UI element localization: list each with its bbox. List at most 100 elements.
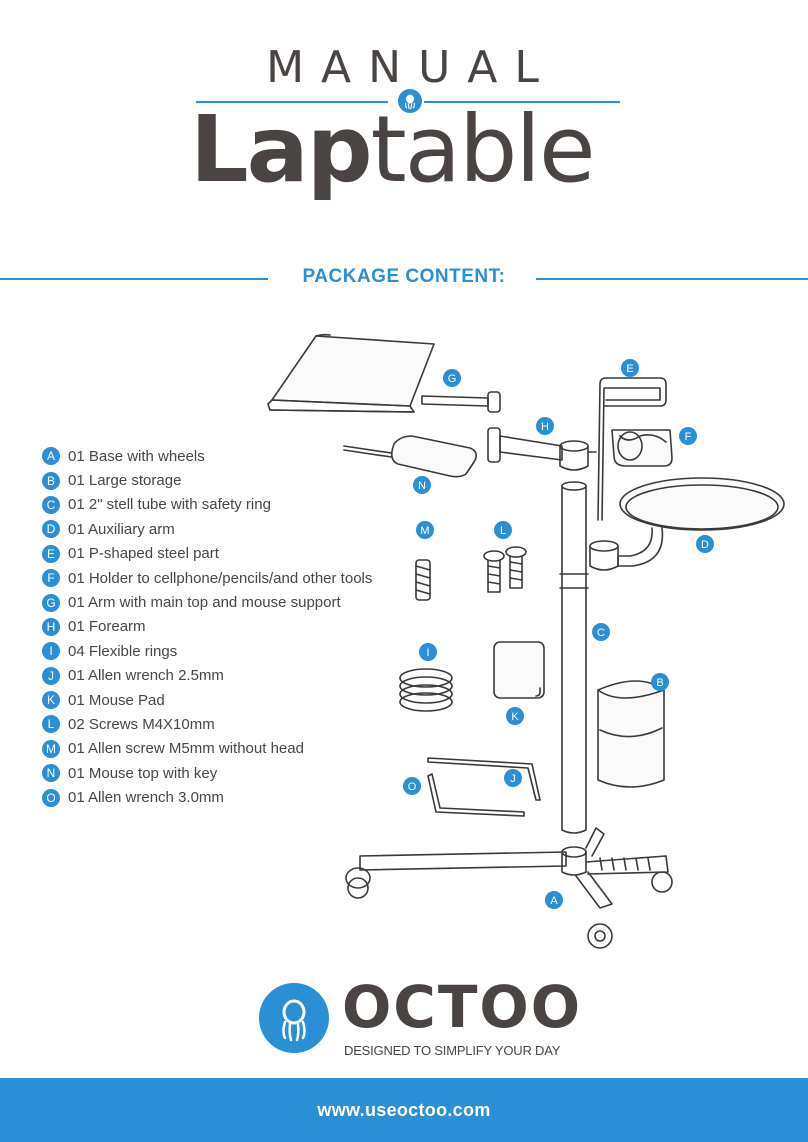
svg-text:K: K: [511, 711, 519, 723]
part-letter-badge: E: [42, 544, 60, 563]
manual-label: MANUAL: [266, 42, 556, 93]
callout-n: N: [413, 476, 431, 494]
product-title-light: table: [370, 96, 596, 203]
brand-tagline: DESIGNED TO SIMPLIFY YOUR DAY: [344, 1043, 561, 1058]
part-description: 01 Allen wrench 2.5mm: [68, 667, 224, 685]
part-letter-badge: I: [42, 642, 60, 661]
callout-b: B: [651, 673, 669, 691]
part-letter-badge: O: [42, 788, 60, 807]
product-title-bold: Lap: [190, 96, 373, 203]
svg-text:D: D: [701, 539, 709, 551]
part-letter-badge: B: [42, 471, 60, 490]
svg-text:M: M: [420, 525, 429, 537]
svg-text:E: E: [626, 363, 633, 375]
svg-text:O: O: [408, 781, 417, 793]
svg-text:I: I: [426, 647, 429, 659]
screws-part: [483, 546, 527, 593]
title-rule-left: [196, 101, 388, 103]
part-item-i: I 04 Flexible rings: [42, 639, 372, 663]
callout-e: E: [621, 359, 639, 377]
allen-wrenches-part: [427, 757, 541, 817]
part-description: 01 P-shaped steel part: [68, 545, 219, 563]
part-letter-badge: K: [42, 691, 60, 710]
section-rule-right: [536, 278, 808, 280]
part-letter-badge: H: [42, 617, 60, 636]
part-item-h: H 01 Forearm: [42, 615, 372, 639]
website-link[interactable]: www.useoctoo.com: [317, 1099, 491, 1120]
part-description: 01 Arm with main top and mouse support: [68, 594, 341, 612]
part-description: 01 Mouse Pad: [68, 691, 165, 709]
part-item-g: G 01 Arm with main top and mouse support: [42, 590, 372, 614]
parts-list: A 01 Base with wheels B 01 Large storage C…: [42, 444, 372, 810]
part-description: 01 Forearm: [68, 618, 146, 636]
svg-text:C: C: [597, 627, 605, 639]
callout-j: J: [504, 769, 522, 787]
base-with-wheels-part: [345, 827, 673, 949]
forearm-part: [487, 427, 597, 471]
callout-l: L: [494, 521, 512, 539]
callout-d: D: [696, 535, 714, 553]
part-letter-badge: D: [42, 520, 60, 539]
large-storage-part: [597, 680, 665, 788]
octoo-logo-icon: [259, 983, 329, 1053]
svg-text:A: A: [550, 895, 558, 907]
allen-screw-part: [415, 559, 431, 601]
p-shaped-steel-part: [597, 377, 667, 521]
laptop-top-part: [267, 333, 501, 413]
part-description: 01 Base with wheels: [68, 447, 205, 465]
main-tube-part: [559, 481, 589, 834]
callout-badges: G H E F N D M L C I B K J O A: [403, 359, 714, 909]
part-item-e: E 01 P-shaped steel part: [42, 542, 372, 566]
svg-text:L: L: [500, 525, 506, 537]
part-item-l: L 02 Screws M4X10mm: [42, 712, 372, 736]
part-description: 01 Large storage: [68, 472, 182, 490]
part-letter-badge: F: [42, 569, 60, 588]
svg-text:J: J: [510, 773, 516, 785]
flexible-rings-part: [399, 668, 453, 712]
part-item-d: D 01 Auxiliary arm: [42, 517, 372, 541]
callout-i: I: [419, 643, 437, 661]
package-content-heading: PACKAGE CONTENT:: [302, 266, 506, 287]
part-description: 01 2" stell tube with safety ring: [68, 496, 271, 514]
callout-h: H: [536, 417, 554, 435]
part-item-j: J 01 Allen wrench 2.5mm: [42, 664, 372, 688]
svg-text:B: B: [656, 677, 663, 689]
footer-bar: www.useoctoo.com: [0, 1078, 808, 1142]
part-letter-badge: G: [42, 593, 60, 612]
octopus-icon: [398, 89, 422, 113]
part-description: 01 Allen wrench 3.0mm: [68, 789, 224, 807]
part-item-f: F 01 Holder to cellphone/pencils/and othe…: [42, 566, 372, 590]
callout-f: F: [679, 427, 697, 445]
part-item-b: B 01 Large storage: [42, 468, 372, 492]
holder-part: [611, 429, 673, 467]
part-description: 01 Auxiliary arm: [68, 520, 175, 538]
part-letter-badge: A: [42, 447, 60, 466]
part-item-m: M 01 Allen screw M5mm without head: [42, 737, 372, 761]
part-letter-badge: J: [42, 666, 60, 685]
callout-g: G: [443, 369, 461, 387]
svg-text:G: G: [448, 373, 457, 385]
callout-k: K: [506, 707, 524, 725]
mouse-pad-part: [493, 641, 545, 699]
part-description: 02 Screws M4X10mm: [68, 715, 215, 733]
part-letter-badge: L: [42, 715, 60, 734]
part-description: 01 Mouse top with key: [68, 764, 218, 782]
part-item-k: K 01 Mouse Pad: [42, 688, 372, 712]
svg-text:N: N: [418, 480, 426, 492]
callout-a: A: [545, 891, 563, 909]
part-item-c: C 01 2" stell tube with safety ring: [42, 493, 372, 517]
part-letter-badge: C: [42, 495, 60, 514]
part-item-a: A 01 Base with wheels: [42, 444, 372, 468]
part-letter-badge: M: [42, 739, 60, 758]
part-description: 04 Flexible rings: [68, 642, 178, 660]
part-description: 01 Holder to cellphone/pencils/and other…: [68, 569, 373, 587]
callout-c: C: [592, 623, 610, 641]
part-item-o: O 01 Allen wrench 3.0mm: [42, 785, 372, 809]
callout-o: O: [403, 777, 421, 795]
product-title: Laptable: [190, 104, 596, 196]
svg-text:F: F: [685, 431, 692, 443]
section-rule-left: [0, 278, 268, 280]
part-description: 01 Allen screw M5mm without head: [68, 740, 304, 758]
